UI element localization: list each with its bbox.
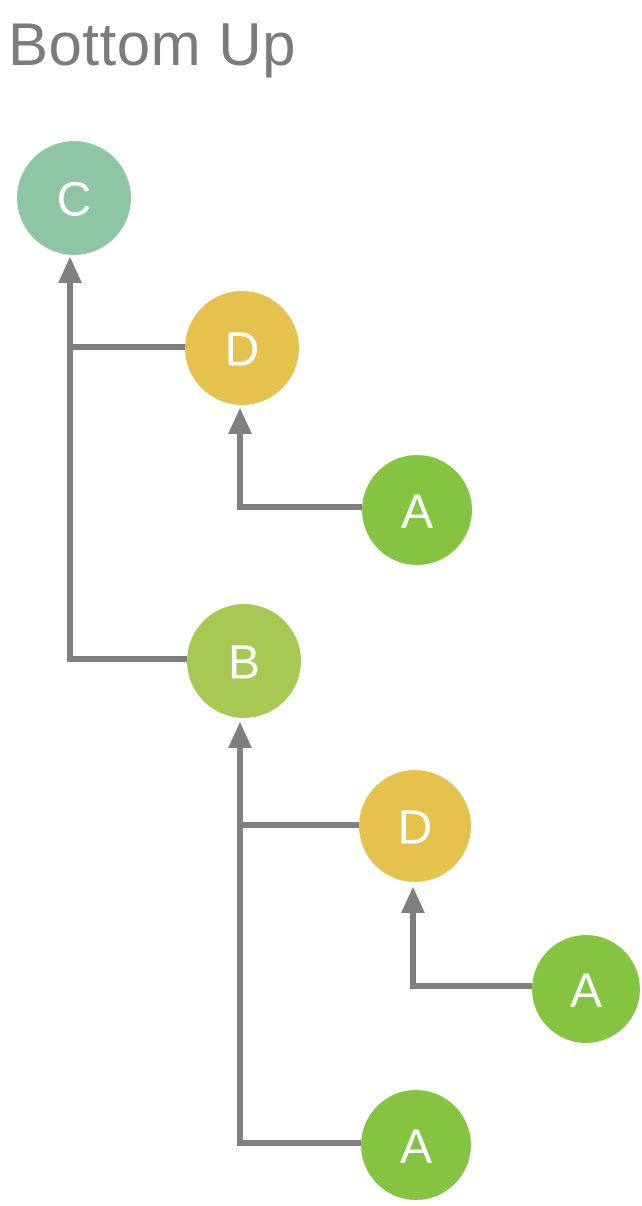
node-label-A3: A <box>400 1120 432 1173</box>
page-title: Bottom Up <box>8 11 296 78</box>
node-circle-C <box>17 141 131 255</box>
node-label-D2: D <box>398 801 433 854</box>
node-label-A2: A <box>570 964 602 1017</box>
node-C: C <box>17 141 131 255</box>
node-label-A1: A <box>401 485 433 538</box>
node-label-C: C <box>57 173 92 226</box>
node-circle-D2 <box>359 770 471 882</box>
node-D1: D <box>185 291 299 405</box>
node-circle-A2 <box>532 935 640 1043</box>
arrowhead-A1-D1 <box>228 408 252 434</box>
node-circle-D1 <box>185 291 299 405</box>
node-A3: A <box>361 1090 471 1200</box>
node-A1: A <box>362 455 472 565</box>
node-label-B: B <box>228 636 260 689</box>
edge-A3-B <box>237 748 361 1146</box>
node-circle-A3 <box>361 1090 471 1200</box>
node-label-D1: D <box>225 323 260 376</box>
edge-A1-D1 <box>237 434 362 510</box>
node-A2: A <box>532 935 640 1043</box>
node-circle-A1 <box>362 455 472 565</box>
arrowhead-A3-B <box>228 722 252 748</box>
edge-A2-D2 <box>410 913 532 989</box>
arrowhead-B-C <box>58 257 82 283</box>
arrowhead-A2-D2 <box>401 887 425 913</box>
node-B: B <box>187 604 301 718</box>
node-D2: D <box>359 770 471 882</box>
node-circle-B <box>187 604 301 718</box>
edge-B-C <box>67 283 187 662</box>
